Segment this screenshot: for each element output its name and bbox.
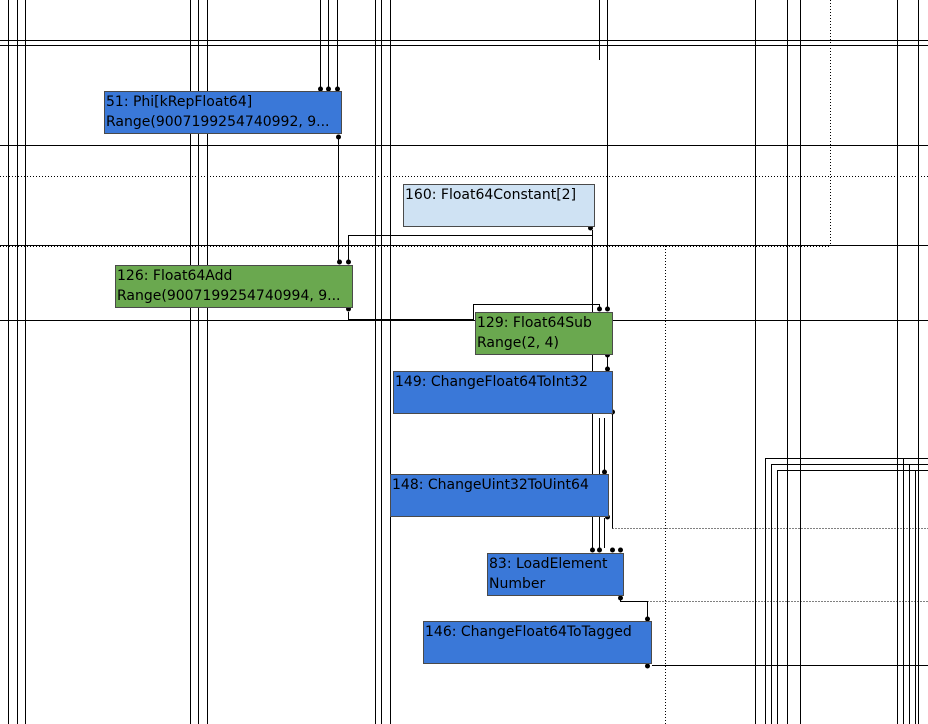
node-149-change-float64-to-int32[interactable]: 149: ChangeFloat64ToInt32 xyxy=(393,371,613,414)
node-148-change-uint32-to-uint64[interactable]: 148: ChangeUint32ToUint64 xyxy=(390,474,609,517)
node-range: Range(2, 4) xyxy=(477,335,560,351)
node-label: 160: Float64Constant[2] xyxy=(405,187,577,203)
node-83-load-element[interactable]: 83: LoadElement Number xyxy=(487,553,624,596)
node-label: 129: Float64Sub xyxy=(477,315,592,331)
node-label: 146: ChangeFloat64ToTagged xyxy=(425,624,632,640)
node-146-change-float64-to-tagged[interactable]: 146: ChangeFloat64ToTagged xyxy=(423,621,652,664)
node-126-float64-add[interactable]: 126: Float64Add Range(9007199254740994, … xyxy=(115,265,353,308)
node-label: 149: ChangeFloat64ToInt32 xyxy=(395,374,588,390)
node-label: 126: Float64Add xyxy=(117,268,233,284)
node-range: Range(9007199254740994, 9... xyxy=(117,288,341,304)
node-129-float64-sub[interactable]: 129: Float64Sub Range(2, 4) xyxy=(475,312,613,355)
node-label: 51: Phi[kRepFloat64] xyxy=(106,94,253,110)
node-label: 83: LoadElement xyxy=(489,556,608,572)
node-51-phi[interactable]: 51: Phi[kRepFloat64] Range(9007199254740… xyxy=(104,91,342,134)
node-160-float64-constant[interactable]: 160: Float64Constant[2] xyxy=(403,184,595,227)
node-label: 148: ChangeUint32ToUint64 xyxy=(392,477,589,493)
node-range: Range(9007199254740992, 9... xyxy=(106,114,330,130)
node-type: Number xyxy=(489,576,546,592)
